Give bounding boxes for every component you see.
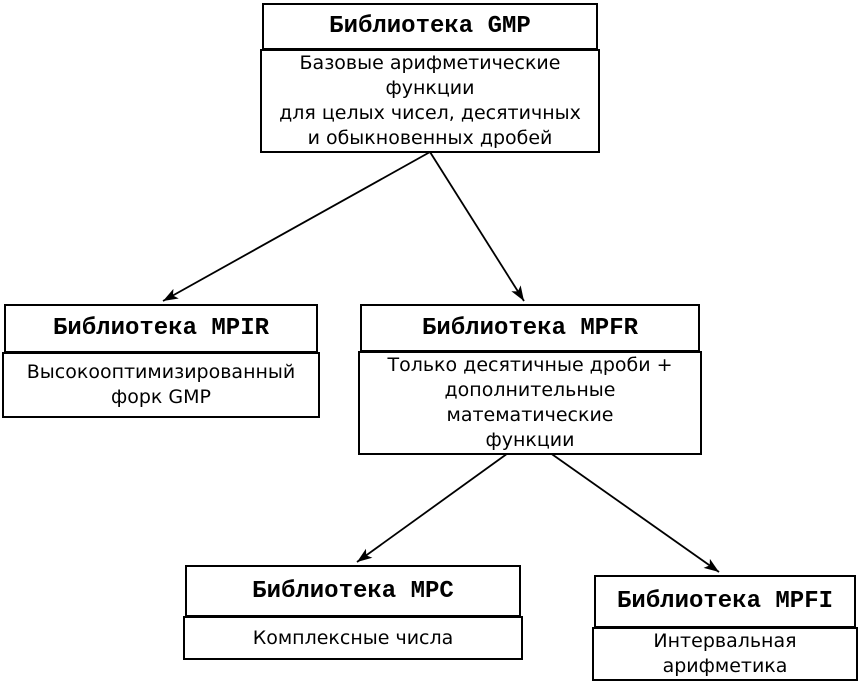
node-gmp-body: Базовые арифметические функции для целых… [260,49,600,153]
node-mpfi-body-text: Интервальная арифметика [653,630,797,677]
node-mpfr-body: Только десятичные дроби + дополнительные… [358,351,702,455]
node-mpfi: Библиотека MPFI Интервальная арифметика [592,575,858,681]
node-mpfi-title-text: Библиотека MPFI [616,588,834,615]
node-gmp-title: Библиотека GMP [262,3,598,50]
node-mpfr: Библиотека MPFR Только десятичные дроби … [358,304,702,455]
node-mpc-title-text: Библиотека MPC [252,577,454,605]
node-mpc: Библиотека MPC Комплексные числа [183,565,523,660]
node-mpfi-body: Интервальная арифметика [592,627,858,681]
node-mpc-body-text: Комплексные числа [252,626,454,649]
node-mpc-title: Библиотека MPC [185,565,521,617]
edge-mpfr-mpfi [528,437,720,573]
node-gmp-title-text: Библиотека GMP [329,13,531,40]
node-mpir-body: Высокооптимизированный форк GMP [2,352,320,418]
node-gmp: Библиотека GMP Базовые арифметические фу… [260,3,600,153]
edge-mpfr-mpc [356,437,530,563]
node-mpfr-title: Библиотека MPFR [360,304,700,352]
node-mpir-title-text: Библиотека MPIR [52,315,270,342]
node-mpfr-body-text: Только десятичные дроби + дополнительные… [387,354,673,451]
node-mpfi-title: Библиотека MPFI [594,575,856,628]
node-mpir-body-text: Высокооптимизированный форк GMP [26,361,296,408]
node-mpir: Библиотека MPIR Высокооптимизированный ф… [2,304,320,418]
node-mpir-title: Библиотека MPIR [4,304,318,353]
edge-gmp-mpfr [429,151,525,302]
node-gmp-body-text: Базовые арифметические функции для целых… [279,52,581,149]
edge-gmp-mpir [162,151,431,302]
node-mpfr-title-text: Библиотека MPFR [421,314,639,342]
node-mpc-body: Комплексные числа [183,616,523,660]
